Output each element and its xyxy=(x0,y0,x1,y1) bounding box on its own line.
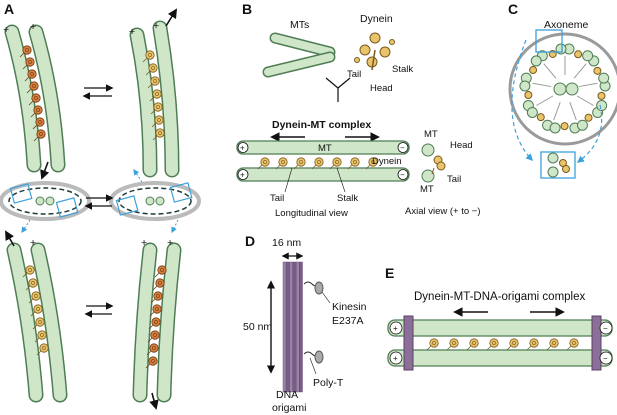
panel-label-c: C xyxy=(508,1,518,17)
panel-label-b: B xyxy=(242,1,252,17)
panel-label-a: A xyxy=(4,1,14,17)
panel-d: D 16 nm 50 nm Kinesin E237A Poly-T DNA o… xyxy=(243,233,367,414)
kinesin-label: Kinesin xyxy=(332,301,367,313)
zoomed-doublet xyxy=(540,151,576,179)
panel-label-e: E xyxy=(385,265,394,281)
width-label: 16 nm xyxy=(272,237,301,249)
head-label: Head xyxy=(370,83,393,94)
e-microtubules xyxy=(387,319,613,367)
panel-b: B MTs Dynein Tail Stalk Head Dynein-MT c… xyxy=(236,1,481,219)
equilibrium-arrows-middle xyxy=(84,194,114,210)
height-label: 50 nm xyxy=(243,321,272,333)
doublet xyxy=(555,43,583,75)
assembly-arrow xyxy=(325,77,351,102)
dna-helix xyxy=(282,261,287,393)
origami-clamps xyxy=(403,315,602,371)
stalk-label: Stalk xyxy=(392,64,413,75)
equilibrium-arrows-top xyxy=(82,84,114,100)
doublet xyxy=(536,101,561,134)
minus-end-label: − xyxy=(400,144,405,153)
dna-helix xyxy=(292,261,297,393)
zoom-arrow xyxy=(576,104,603,163)
plus-end-label: + xyxy=(129,26,135,38)
plus-end-label: + xyxy=(153,20,159,32)
mt-label: MT xyxy=(318,143,332,154)
sliding-arrow xyxy=(165,8,178,27)
axial-view-diagram xyxy=(421,143,446,183)
plus-end-label: + xyxy=(30,237,36,249)
dynein-label: Dynein xyxy=(360,13,393,25)
dna-origami-bundle xyxy=(282,261,303,393)
axial-mt-label: MT xyxy=(420,184,434,195)
plus-end-label: + xyxy=(240,171,245,180)
minus-end-label: − xyxy=(400,171,405,180)
panel-e: E Dynein-MT-DNA-origami complex + + − − xyxy=(385,265,613,371)
doublet xyxy=(573,50,602,79)
complex-title-e: Dynein-MT-DNA-origami complex xyxy=(414,291,586,303)
doublet xyxy=(578,72,611,100)
mutant-label: E237A xyxy=(332,315,364,327)
dna-label: DNA xyxy=(276,389,298,401)
highlight-box xyxy=(535,29,563,53)
plus-end-label: + xyxy=(393,354,398,363)
mt-pair-bottom-left: + xyxy=(5,230,68,403)
doublet xyxy=(522,91,554,118)
complex-title: Dynein-MT complex xyxy=(272,119,371,131)
panel-label-d: D xyxy=(245,233,255,249)
sliding-arrow xyxy=(5,230,15,247)
axial-view-label: Axial view (+ to −) xyxy=(405,206,481,217)
plus-end-label: + xyxy=(240,144,245,153)
free-dynein xyxy=(354,32,395,71)
longitudinal-view-label: Longitudinal view xyxy=(275,208,348,219)
axial-tail-label: Tail xyxy=(447,174,461,185)
doublet xyxy=(519,66,552,92)
tail-label: Tail xyxy=(270,193,284,204)
kinesin-bottom xyxy=(303,350,324,364)
tail-label: Tail xyxy=(347,69,361,80)
dna-helix xyxy=(299,261,303,393)
axial-mt-label: MT xyxy=(424,129,438,140)
dna-helix xyxy=(296,261,300,393)
complex-dynein-row xyxy=(257,157,378,170)
dna-helix xyxy=(286,261,290,393)
doublet xyxy=(560,101,588,134)
stalk-label: Stalk xyxy=(337,193,358,204)
plus-end-label: + xyxy=(3,24,9,36)
e-dynein-row xyxy=(426,338,579,351)
complex-microtubules: + − + − xyxy=(236,140,410,182)
axoneme-title: Axoneme xyxy=(544,19,589,31)
mt-pair-bottom-right: + + xyxy=(132,237,182,410)
zoom-arrow xyxy=(511,39,533,162)
kinesin-top xyxy=(303,281,324,295)
equilibrium-arrows-bottom xyxy=(84,302,114,318)
origami-label: origami xyxy=(272,402,306,414)
central-pair xyxy=(565,82,579,96)
plus-end-label: + xyxy=(141,237,147,249)
minus-end-label: − xyxy=(603,324,608,333)
e-end-markers: + + − − xyxy=(389,321,613,365)
dna-helix xyxy=(289,261,293,393)
axoneme-membrane xyxy=(508,32,617,146)
axoneme-section-left xyxy=(0,181,91,233)
minus-end-label: − xyxy=(603,354,608,363)
plus-end-label: + xyxy=(30,21,36,33)
doublet xyxy=(576,95,608,122)
axial-head-label: Head xyxy=(450,140,473,151)
polyt-label: Poly-T xyxy=(313,377,344,389)
plus-end-label: + xyxy=(167,237,173,249)
mts-label: MTs xyxy=(290,19,309,31)
central-pair xyxy=(553,82,567,96)
plus-end-label: + xyxy=(393,324,398,333)
mt-pair-top-left: + + xyxy=(3,21,66,180)
mt-pair-top-right: + + xyxy=(129,8,180,178)
free-microtubules xyxy=(262,32,336,78)
dynein-row-label: Dynein xyxy=(372,156,402,167)
panel-a: A + + + xyxy=(0,1,201,410)
sliding-arrow xyxy=(40,161,50,180)
doublet xyxy=(530,49,557,79)
panel-c: C Axoneme xyxy=(508,1,617,179)
axoneme-section-right xyxy=(109,169,201,234)
sliding-arrow xyxy=(149,392,159,410)
